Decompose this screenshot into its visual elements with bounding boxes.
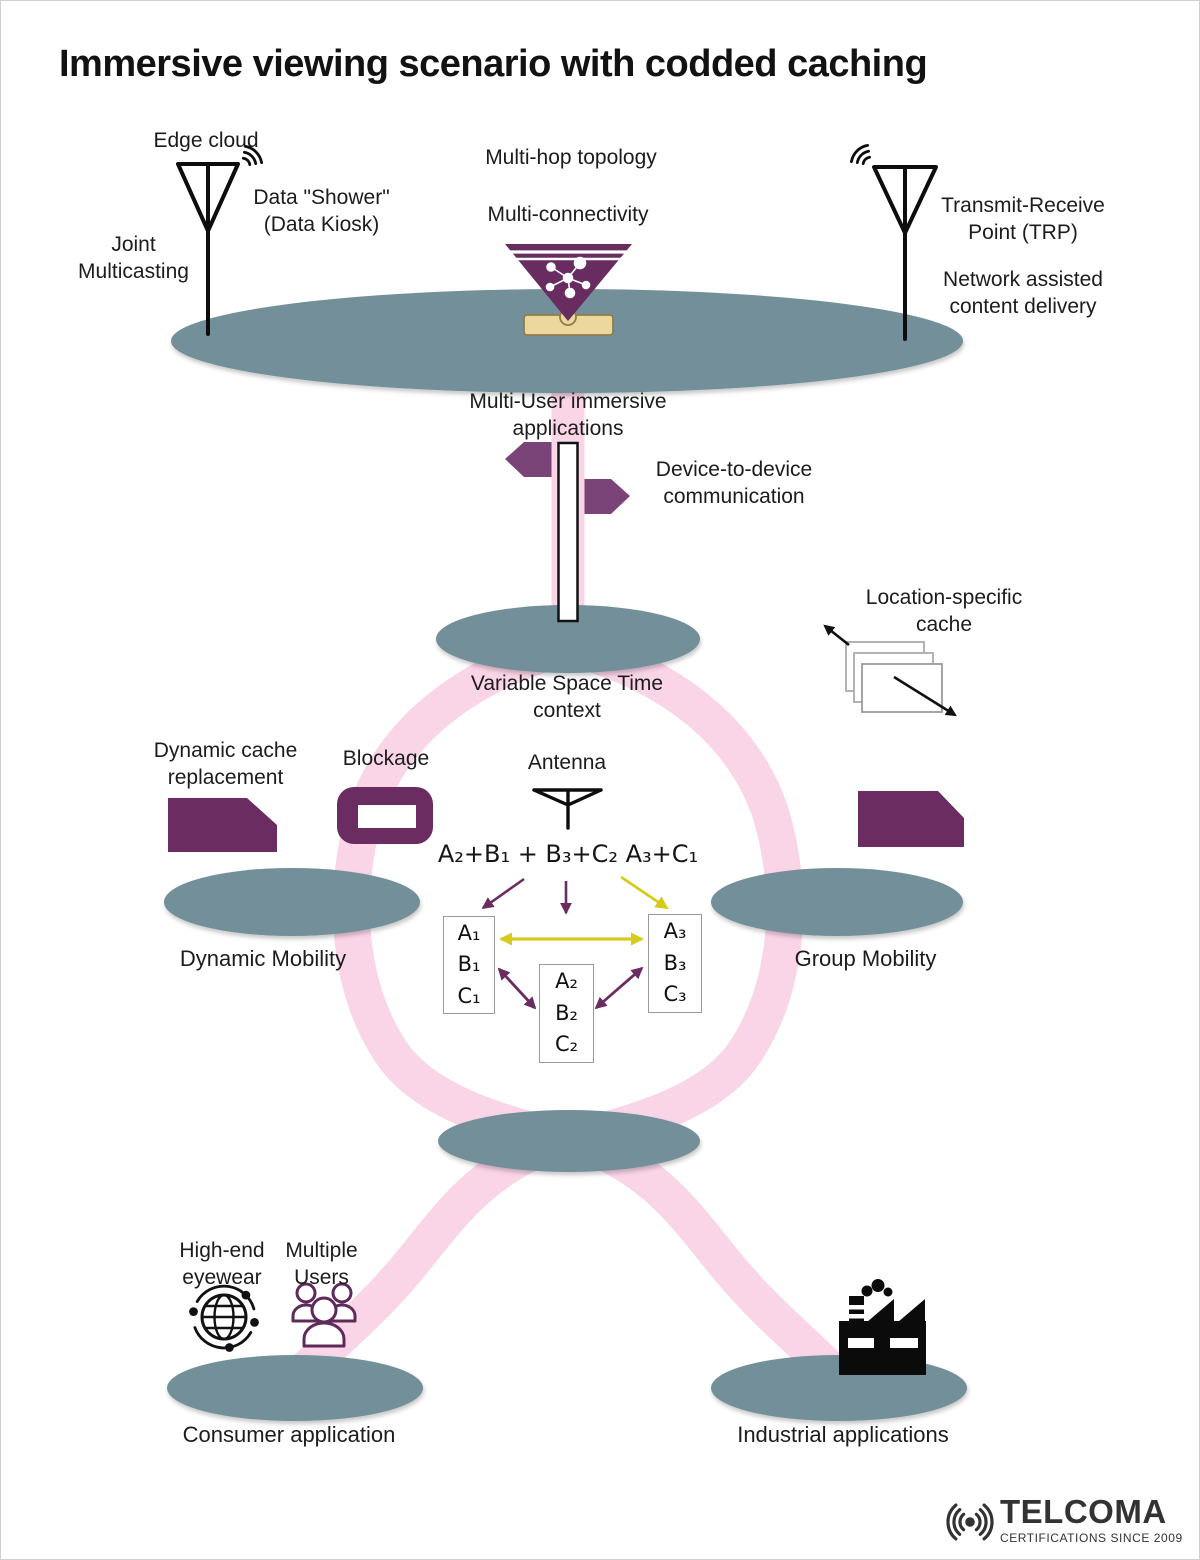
label-d2d-communication: Device-to-device communication <box>655 458 813 508</box>
cache-box-3-line: B₃ <box>663 950 687 975</box>
label-location-specific-cache: Location-specific cache <box>865 586 1023 636</box>
platform-ellipse-middle <box>436 605 700 673</box>
wifi-waves-icon <box>850 144 871 165</box>
label-dynamic-cache-replacement: Dynamic cache replacement <box>153 739 298 789</box>
label-group-mobility: Group Mobility <box>794 946 937 971</box>
network-nodes-icon <box>545 256 591 299</box>
vehicle-icon-right <box>858 791 964 847</box>
label-trp: Transmit-Receive Point (TRP) <box>941 194 1105 244</box>
signpost-pole-icon <box>557 441 579 623</box>
wifi-waves-icon <box>242 145 263 166</box>
cache-box-1-line: B₁ <box>457 952 481 977</box>
label-blockage: Blockage <box>342 747 430 770</box>
trp-antenna-icon <box>850 144 938 341</box>
logo-name: TELCOMA <box>1000 1493 1167 1530</box>
cache-box-2-line: C₂ <box>554 1032 579 1057</box>
vehicle-icon-left <box>168 798 277 852</box>
blockage-icon <box>337 787 433 844</box>
label-multi-hop-topology: Multi-hop topology <box>485 146 657 169</box>
label-variable-space-time: Variable Space Time context <box>470 672 664 722</box>
label-high-end-eyewear: High-end eyewear <box>179 1239 265 1289</box>
label-antenna: Antenna <box>527 751 607 774</box>
telcoma-signal-spacer <box>934 1491 996 1549</box>
cache-box-3: A₃ B₃ C₃ <box>648 914 702 1013</box>
label-joint-multicasting: Joint Multicasting <box>78 233 189 283</box>
cache-box-1-line: A₁ <box>457 920 481 945</box>
platform-ellipse-top <box>171 289 963 393</box>
platform-ellipse-lower-middle <box>438 1110 700 1172</box>
edge-cloud-antenna-icon <box>176 145 263 336</box>
location-cache-stack-icon <box>823 624 957 717</box>
label-network-assisted: Network assisted content delivery <box>943 268 1103 318</box>
hologram-funnel-icon <box>505 244 632 336</box>
multiple-users-icon <box>291 1282 357 1348</box>
cache-box-2: A₂ B₂ C₂ <box>539 964 594 1063</box>
label-industrial-applications: Industrial applications <box>737 1422 949 1447</box>
cache-box-3-line: C₃ <box>663 982 687 1007</box>
label-edge-cloud: Edge cloud <box>153 129 259 152</box>
cache-arrows <box>481 875 669 1010</box>
label-data-shower: Data "Shower" (Data Kiosk) <box>253 186 390 236</box>
telcoma-signal-icon <box>946 1503 994 1541</box>
platform-ellipse-left <box>164 868 420 936</box>
label-multi-connectivity: Multi-connectivity <box>487 203 649 226</box>
cache-box-1: A₁ B₁ C₁ <box>443 916 495 1014</box>
cache-box-1-line: C₁ <box>457 983 481 1008</box>
label-multiple-users: Multiple Users <box>285 1239 358 1289</box>
platform-ellipse-right <box>711 868 963 936</box>
page-title: Immersive viewing scenario with codded c… <box>59 43 928 85</box>
cache-box-2-line: B₂ <box>555 1000 578 1025</box>
cache-box-3-line: A₃ <box>663 919 687 944</box>
telcoma-logo: TELCOMA CERTIFICATIONS SINCE 2009 <box>934 1491 1183 1549</box>
coded-cache-formula: A₂+B₁ + B₃+C₂ A₃+C₁ <box>437 840 699 868</box>
logo-tagline: CERTIFICATIONS SINCE 2009 <box>1000 1531 1183 1545</box>
platform-ellipse-bottom-left <box>167 1355 423 1421</box>
factory-icon <box>839 1279 926 1375</box>
d2d-right-arrow-icon <box>583 479 630 514</box>
cache-box-2-line: A₂ <box>555 969 578 994</box>
d2d-left-arrow-icon <box>505 442 553 477</box>
label-consumer-application: Consumer application <box>182 1422 396 1447</box>
platform-ellipses <box>164 289 967 1421</box>
globe-network-icon <box>189 1284 259 1352</box>
antenna-icon <box>532 788 603 830</box>
label-multi-user-immersive: Multi-User immersive applications <box>469 390 667 440</box>
label-dynamic-mobility: Dynamic Mobility <box>179 946 347 971</box>
